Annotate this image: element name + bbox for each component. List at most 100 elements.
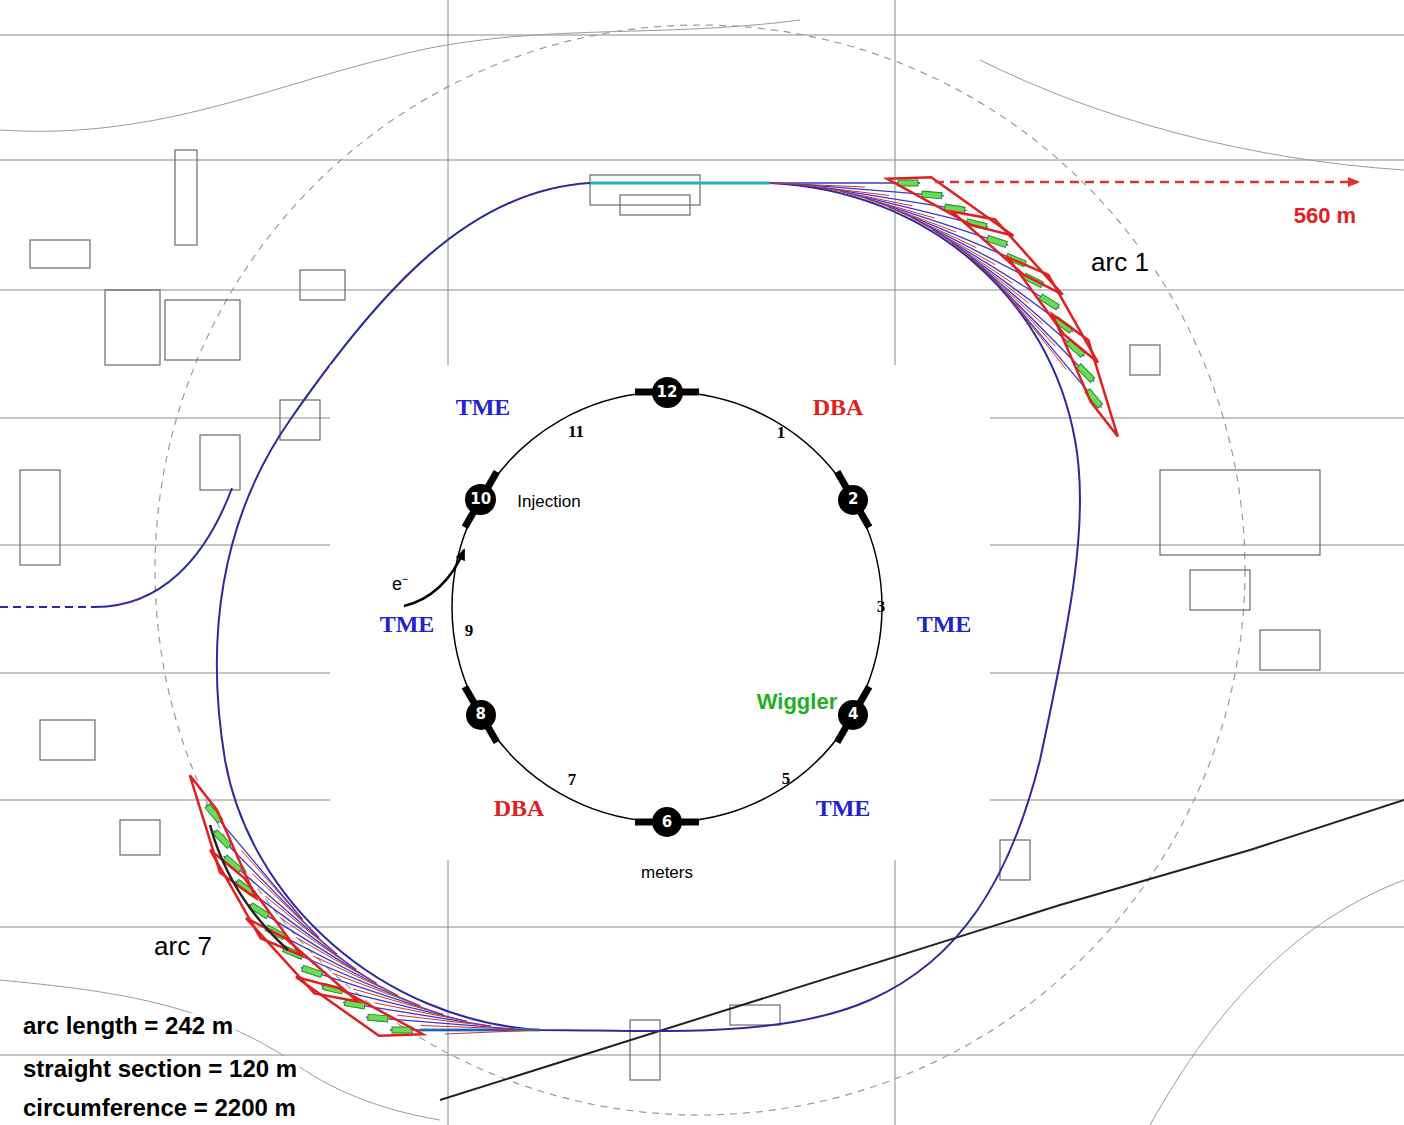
grid-line <box>0 35 1404 36</box>
lattice-label: TME <box>917 611 972 637</box>
road <box>0 20 800 131</box>
grid-line <box>0 927 1404 928</box>
wiggler-label: Wiggler <box>757 690 837 714</box>
road <box>0 980 440 1120</box>
beamline-mirror <box>314 956 398 996</box>
building <box>120 820 160 855</box>
buildings <box>20 150 1320 1080</box>
roads <box>0 20 1404 1125</box>
spec-note: straight section = 120 m <box>20 1056 300 1082</box>
road <box>980 60 1404 170</box>
building <box>40 720 95 760</box>
arc-number: 1 <box>777 424 786 443</box>
arc-number: 3 <box>877 598 886 617</box>
building <box>200 435 240 490</box>
building <box>105 290 160 365</box>
dimension-label: 560 m <box>1291 204 1359 228</box>
lattice-label: TME <box>380 611 435 637</box>
building <box>20 470 60 565</box>
building-outline <box>887 177 1013 236</box>
building <box>300 270 345 300</box>
arc-label: arc 7 <box>151 932 215 961</box>
beamline-mirror <box>375 1003 467 1021</box>
beamline-mirror <box>911 217 995 265</box>
building <box>30 240 90 268</box>
marker-disc <box>465 484 496 515</box>
straight-bar <box>465 687 497 742</box>
beamline <box>1005 293 1101 408</box>
building-outline <box>190 775 256 898</box>
lattice-label: TME <box>816 795 871 821</box>
marker-disc <box>838 700 868 730</box>
sector-marker: 12 <box>652 377 683 408</box>
straight-bar <box>837 687 869 742</box>
sector-number: 12 <box>657 385 678 400</box>
spec-note: arc length = 242 m <box>20 1013 236 1039</box>
building <box>175 150 197 245</box>
beamline-mirror <box>952 243 1029 303</box>
beamline-mirror <box>421 1025 516 1029</box>
ring-arc <box>489 393 651 487</box>
beamline-mirror <box>866 198 956 232</box>
building <box>1000 840 1030 880</box>
straight-bar <box>837 472 869 527</box>
building <box>1130 345 1160 375</box>
building <box>165 300 240 360</box>
spec-note: circumference = 2200 m <box>20 1095 299 1121</box>
building <box>620 195 690 215</box>
beamline-mirror <box>1005 293 1066 370</box>
particle-label: e⁻ <box>392 575 408 595</box>
road <box>1150 880 1404 1125</box>
pointer-curve <box>210 825 288 950</box>
building <box>1190 570 1250 610</box>
beamline-fans <box>190 177 1118 1036</box>
arc-number: 11 <box>568 423 584 442</box>
arc-number: 9 <box>465 622 474 641</box>
beamline-mirror <box>794 184 889 196</box>
beamline-mirror <box>296 937 377 983</box>
building <box>730 1005 780 1025</box>
experiment-station <box>368 1014 388 1022</box>
sector-marker: 6 <box>652 807 682 837</box>
building <box>1260 630 1320 670</box>
sector-number: 4 <box>848 707 858 722</box>
lattice-label: TME <box>456 394 511 420</box>
building <box>1160 470 1320 555</box>
injection-label: Injection <box>517 493 580 512</box>
experiment-station <box>1039 294 1059 310</box>
marker-disc <box>652 807 682 837</box>
sector-number: 2 <box>848 492 858 507</box>
storage-ring-path <box>217 183 1080 1031</box>
ring-arc <box>452 513 474 701</box>
ring-arc <box>489 727 652 821</box>
beamline-mirror <box>252 874 319 938</box>
grid-line <box>0 160 1404 161</box>
straight-bar <box>465 472 497 527</box>
building-outline <box>296 977 423 1036</box>
beamline-mirror <box>819 187 913 206</box>
lattice-label: DBA <box>494 795 545 821</box>
building <box>590 175 700 205</box>
beamline-mirror <box>445 1030 540 1034</box>
marker-disc <box>838 485 868 515</box>
inset-panel <box>330 365 990 860</box>
building <box>630 1020 660 1080</box>
beamline-mirror <box>932 229 1013 283</box>
dimension-arrow <box>935 181 1358 184</box>
scale-unit: meters <box>638 864 696 883</box>
beamline-mirror <box>353 989 443 1015</box>
sector-number: 6 <box>662 815 672 830</box>
grid-line <box>0 290 1404 291</box>
arc-label: arc 1 <box>1088 248 1152 277</box>
marker-disc <box>466 700 496 730</box>
building-outline <box>1008 257 1098 362</box>
experiment-station <box>922 191 942 199</box>
marker-disc <box>652 377 683 408</box>
building-outline <box>246 918 358 1001</box>
sector-marker: 2 <box>838 485 868 515</box>
building-outline <box>1052 314 1117 436</box>
transfer-line <box>95 488 232 607</box>
transfer-line <box>0 606 95 608</box>
sector-marker: 4 <box>838 700 868 730</box>
